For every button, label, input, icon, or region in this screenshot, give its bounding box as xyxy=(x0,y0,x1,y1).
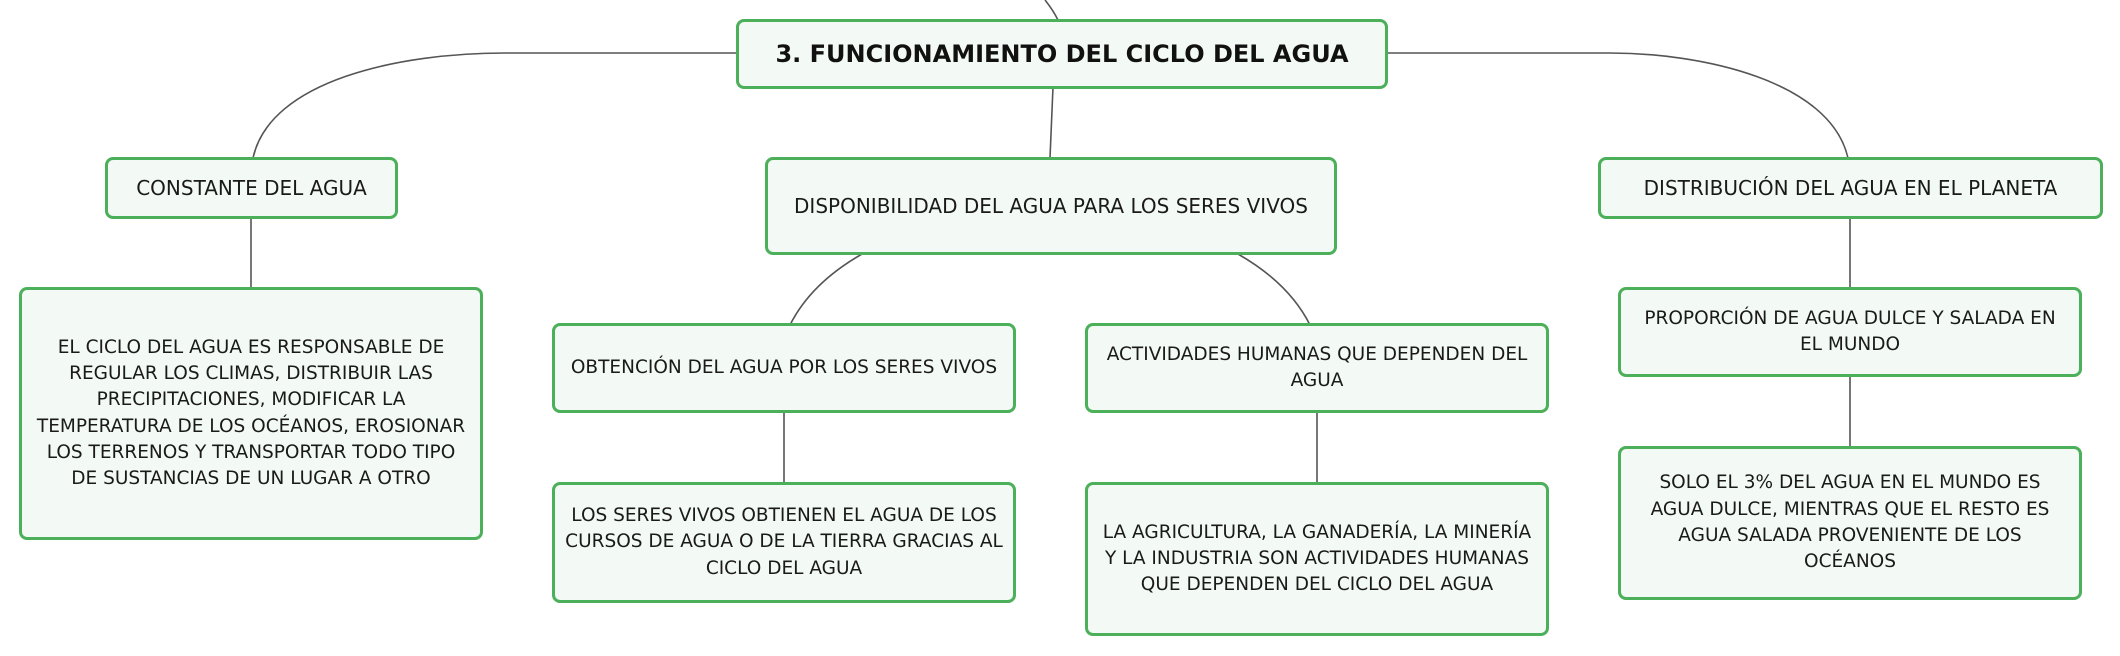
subbranch-label: PROPORCIÓN DE AGUA DULCE Y SALADA EN EL … xyxy=(1644,307,2056,355)
branch-constante-del-agua[interactable]: CONSTANTE DEL AGUA xyxy=(105,157,398,219)
connector-root-parent xyxy=(1044,0,1059,21)
branch-disponibilidad-del-agua[interactable]: DISPONIBILIDAD DEL AGUA PARA LOS SERES V… xyxy=(765,157,1337,255)
branch-label: DISPONIBILIDAD DEL AGUA PARA LOS SERES V… xyxy=(794,193,1308,218)
branch-label: DISTRIBUCIÓN DEL AGUA EN EL PLANETA xyxy=(1643,175,2058,200)
connector-root-distribucion xyxy=(1386,52,1849,159)
connector-root-disponibilidad xyxy=(1049,86,1054,159)
leaf-obtencion-description[interactable]: LOS SERES VIVOS OBTIENEN EL AGUA DE LOS … xyxy=(552,482,1016,603)
leaf-actividades-description[interactable]: LA AGRICULTURA, LA GANADERÍA, LA MINERÍA… xyxy=(1085,482,1549,636)
leaf-text: LA AGRICULTURA, LA GANADERÍA, LA MINERÍA… xyxy=(1102,521,1532,596)
root-node[interactable]: 3. FUNCIONAMIENTO DEL CICLO DEL AGUA xyxy=(736,19,1388,89)
subbranch-actividades-humanas[interactable]: ACTIVIDADES HUMANAS QUE DEPENDEN DEL AGU… xyxy=(1085,323,1549,413)
leaf-text: LOS SERES VIVOS OBTIENEN EL AGUA DE LOS … xyxy=(565,505,1003,579)
leaf-proporcion-description[interactable]: SOLO EL 3% DEL AGUA EN EL MUNDO ES AGUA … xyxy=(1618,446,2082,600)
connector-disponibilidad-obtencion xyxy=(789,253,863,326)
leaf-constante-description[interactable]: EL CICLO DEL AGUA ES RESPONSABLE DE REGU… xyxy=(19,287,483,540)
leaf-text: SOLO EL 3% DEL AGUA EN EL MUNDO ES AGUA … xyxy=(1650,472,2050,573)
subbranch-obtencion-del-agua[interactable]: OBTENCIÓN DEL AGUA POR LOS SERES VIVOS xyxy=(552,323,1016,413)
connector-root-constante xyxy=(252,52,738,159)
subbranch-label: OBTENCIÓN DEL AGUA POR LOS SERES VIVOS xyxy=(570,356,998,378)
subbranch-proporcion-agua[interactable]: PROPORCIÓN DE AGUA DULCE Y SALADA EN EL … xyxy=(1618,287,2082,377)
subbranch-label: ACTIVIDADES HUMANAS QUE DEPENDEN DEL AGU… xyxy=(1106,343,1528,391)
connector-disponibilidad-actividades xyxy=(1237,253,1311,326)
branch-distribucion-del-agua[interactable]: DISTRIBUCIÓN DEL AGUA EN EL PLANETA xyxy=(1598,157,2103,219)
branch-label: CONSTANTE DEL AGUA xyxy=(136,175,367,200)
root-label: 3. FUNCIONAMIENTO DEL CICLO DEL AGUA xyxy=(775,39,1349,68)
leaf-text: EL CICLO DEL AGUA ES RESPONSABLE DE REGU… xyxy=(36,336,466,490)
